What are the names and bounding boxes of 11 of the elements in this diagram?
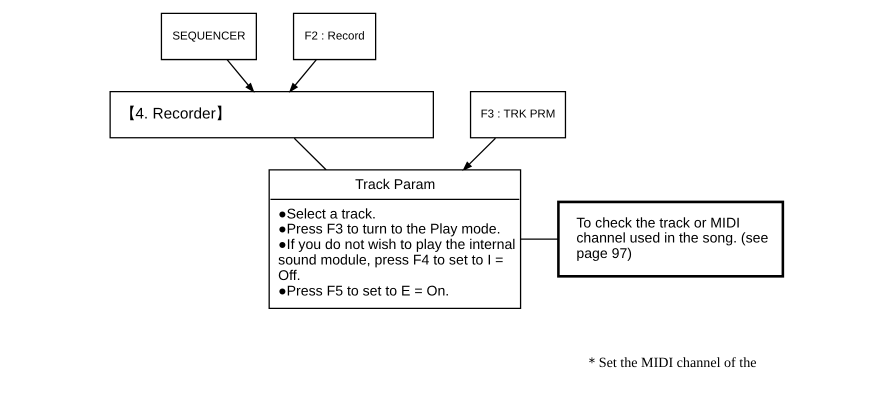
node-box: F2 : Record: [292, 12, 376, 60]
arrow: [226, 59, 255, 93]
connector: [294, 138, 327, 170]
node-box: SEQUENCER: [160, 12, 257, 60]
node-box: F3 : TRK PRM: [470, 90, 566, 138]
node-box: 【4. Recorder】: [109, 90, 434, 138]
label: ＊Set the MIDI channel of the: [584, 355, 757, 372]
connector: [520, 238, 558, 240]
arrow: [288, 59, 317, 93]
arrow: [462, 138, 496, 172]
node-box: To check the track or MIDI channel used in the song. (see page 97): [557, 200, 784, 278]
